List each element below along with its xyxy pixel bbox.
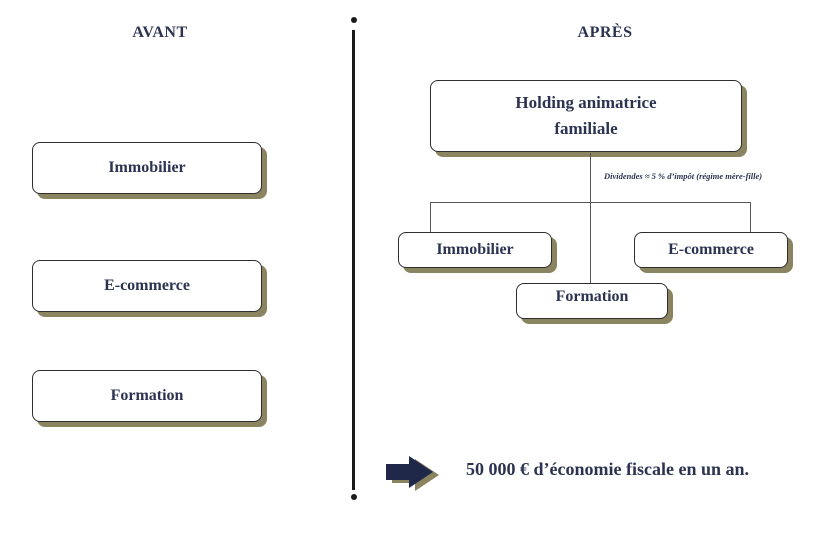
subsidiary-ecommerce: E-commerce	[634, 232, 788, 268]
horizontal-connector	[430, 202, 751, 203]
holding-title-line2: familiale	[554, 119, 618, 138]
divider-bottom-dot	[351, 494, 357, 500]
holding-title-line1: Holding animatrice	[515, 93, 657, 112]
subsidiary-label: Formation	[555, 288, 629, 305]
vertical-divider	[352, 30, 355, 490]
divider-top-dot	[351, 17, 357, 23]
apres-heading: APRÈS	[577, 24, 633, 41]
avant-entity-label: Immobilier	[108, 159, 186, 176]
subsidiary-immobilier: Immobilier	[398, 232, 552, 268]
avant-entity-label: E-commerce	[104, 277, 190, 294]
tax-savings-summary: 50 000 € d’économie fiscale en un an.	[466, 459, 749, 479]
dividends-note: Dividendes ≈ 5 % d’impôt (régime mère-fi…	[604, 171, 763, 181]
subsidiary-label: Immobilier	[436, 241, 514, 258]
avant-entity-formation: Formation	[32, 370, 262, 422]
left-connector	[430, 202, 431, 233]
avant-entity-immobilier: Immobilier	[32, 142, 262, 194]
holding-box: Holding animatrice familiale	[430, 80, 742, 152]
right-arrow-icon	[386, 456, 439, 491]
subsidiary-label: E-commerce	[668, 241, 754, 258]
avant-entity-ecommerce: E-commerce	[32, 260, 262, 312]
subsidiary-formation: Formation	[516, 283, 668, 319]
right-connector	[750, 202, 751, 233]
trunk-connector	[590, 153, 591, 283]
avant-entity-label: Formation	[110, 387, 184, 404]
avant-heading: AVANT	[132, 24, 188, 41]
